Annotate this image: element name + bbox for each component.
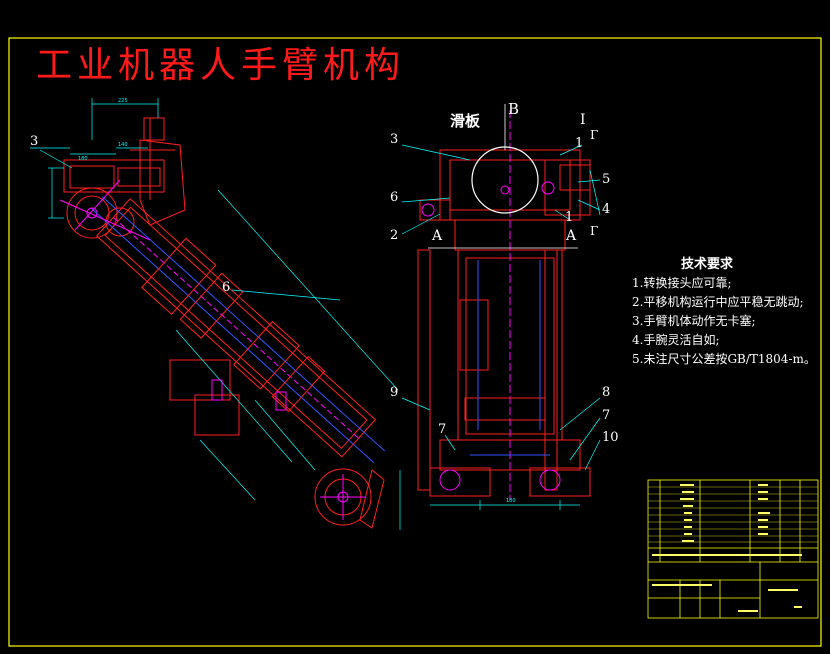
svg-text:180: 180 <box>506 498 516 504</box>
svg-text:225: 225 <box>118 98 128 104</box>
svg-text:140: 140 <box>118 142 128 148</box>
arm-left-view: 225 180 140 <box>30 98 399 529</box>
gamma-mid-label: Γ <box>590 224 599 238</box>
callout-6-right: 6 <box>390 190 399 205</box>
section-a-right-label: A <box>566 228 577 244</box>
callout-9: 9 <box>390 385 399 400</box>
callout-10: 10 <box>602 430 619 445</box>
gamma-top-label: Γ <box>590 128 599 142</box>
callout-7-left: 7 <box>438 422 447 437</box>
callout-2: 2 <box>390 228 399 243</box>
note-item: 4.手腕灵活自如; <box>632 333 720 347</box>
view-b-label: B <box>508 100 520 118</box>
title-block <box>647 479 819 619</box>
callout-3-right: 3 <box>390 132 399 147</box>
callout-1-top: 1 <box>575 136 584 151</box>
arm-front-view: 180 <box>399 104 601 530</box>
drawing-title: 工业机器人手臂机构 <box>36 45 406 86</box>
callout-7-right: 7 <box>602 408 611 423</box>
callout-5: 5 <box>602 172 611 187</box>
slide-label: 滑板 <box>450 112 481 130</box>
title-block-rows <box>648 486 818 543</box>
notes-heading: 技术要求 <box>680 257 733 272</box>
note-item: 5.未注尺寸公差按GB/T1804-m。 <box>632 352 816 366</box>
technical-requirements: 技术要求 1.转换接头应可靠; 2.平移机构运行中应平稳无跳动; 3.手臂机体动… <box>632 255 816 369</box>
detail-i-label: I <box>580 112 586 128</box>
svg-text:180: 180 <box>78 156 88 162</box>
drawing-frame <box>8 37 822 647</box>
note-item: 3.手臂机体动作无卡塞; <box>632 314 756 328</box>
section-a-left-label: A <box>432 228 443 244</box>
title-block-text <box>652 484 802 612</box>
callout-1-mid: 1 <box>565 210 574 225</box>
callout-3-left: 3 <box>30 134 39 149</box>
note-item: 1.转换接头应可靠; <box>632 276 732 290</box>
leader-lines <box>39 144 601 471</box>
callout-8: 8 <box>602 385 611 400</box>
callout-6-left: 6 <box>222 280 231 295</box>
note-item: 2.平移机构运行中应平稳无跳动; <box>632 295 804 309</box>
callout-4: 4 <box>602 202 611 217</box>
